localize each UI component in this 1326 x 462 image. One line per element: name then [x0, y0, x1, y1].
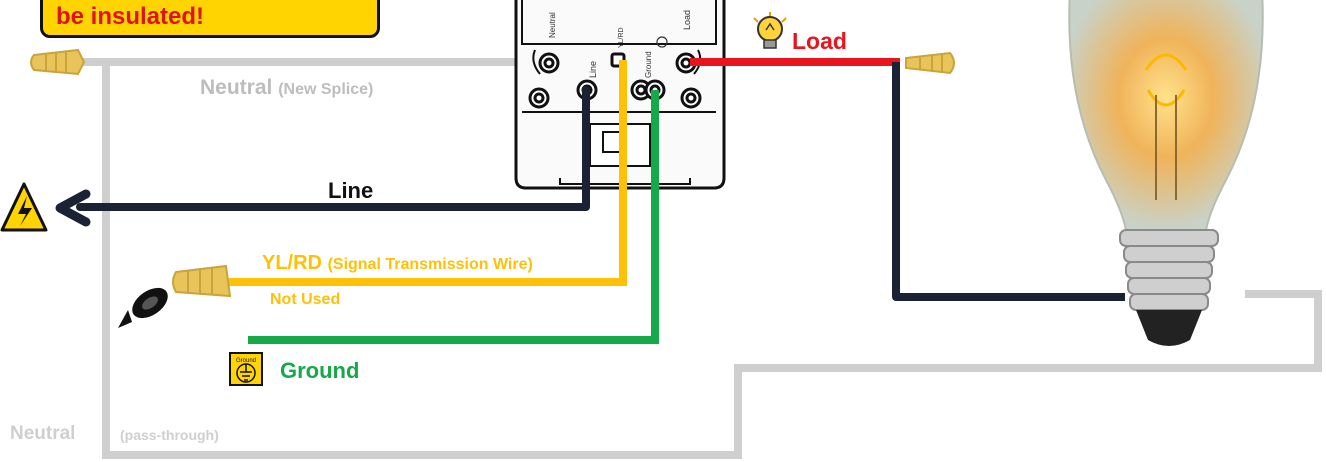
wire-nut-icon — [30, 48, 86, 76]
load-label: Load — [792, 28, 847, 54]
neutral-top-label: Neutral (New Splice) — [200, 76, 373, 100]
electrical-tape-icon — [118, 287, 168, 328]
wire-nut-icon — [172, 264, 232, 298]
yl-rd-title: YL/RD — [262, 252, 322, 274]
not-used-label: Not Used — [270, 291, 341, 308]
ground-symbol-text: Ground — [236, 358, 256, 364]
switch-ground-symbol — [656, 36, 668, 48]
neutral-bottom-note: (pass-through) — [120, 427, 219, 443]
neutral-top-title: Neutral — [200, 76, 273, 99]
ground-symbol-icon: Ground — [229, 352, 263, 386]
ground-label: Ground — [280, 358, 360, 383]
switch-terminal-ground: Ground — [644, 51, 653, 78]
yl-rd-note: (Signal Transmission Wire) — [327, 256, 533, 273]
load-to-bulb-wire — [892, 62, 1125, 301]
line-wire — [55, 86, 590, 227]
switch-terminal-load: Load — [682, 10, 692, 30]
neutral-wires — [80, 58, 1322, 459]
warning-text: be insulated! — [56, 3, 205, 30]
switch-terminal-neutral: Neutral — [548, 12, 557, 38]
neutral-bottom-label: Neutral — [10, 423, 76, 444]
yl-rd-wire — [212, 60, 627, 286]
neutral-pass-through-wire — [102, 62, 1322, 459]
lightbulb-icon — [1068, 0, 1264, 346]
neutral-top-note: (New Splice) — [278, 81, 374, 98]
warning-box — [40, 0, 380, 38]
high-voltage-icon — [0, 182, 48, 232]
yl-rd-label: YL/RD (Signal Transmission Wire) — [262, 252, 533, 275]
switch-terminal-yl-rd: YL/RD — [618, 27, 625, 48]
line-label: Line — [328, 178, 374, 203]
switch-terminal-line: Line — [588, 61, 598, 78]
ground-wire — [248, 90, 659, 344]
wire-nut-icon — [905, 51, 955, 75]
light-bulb-load-icon — [753, 12, 787, 49]
